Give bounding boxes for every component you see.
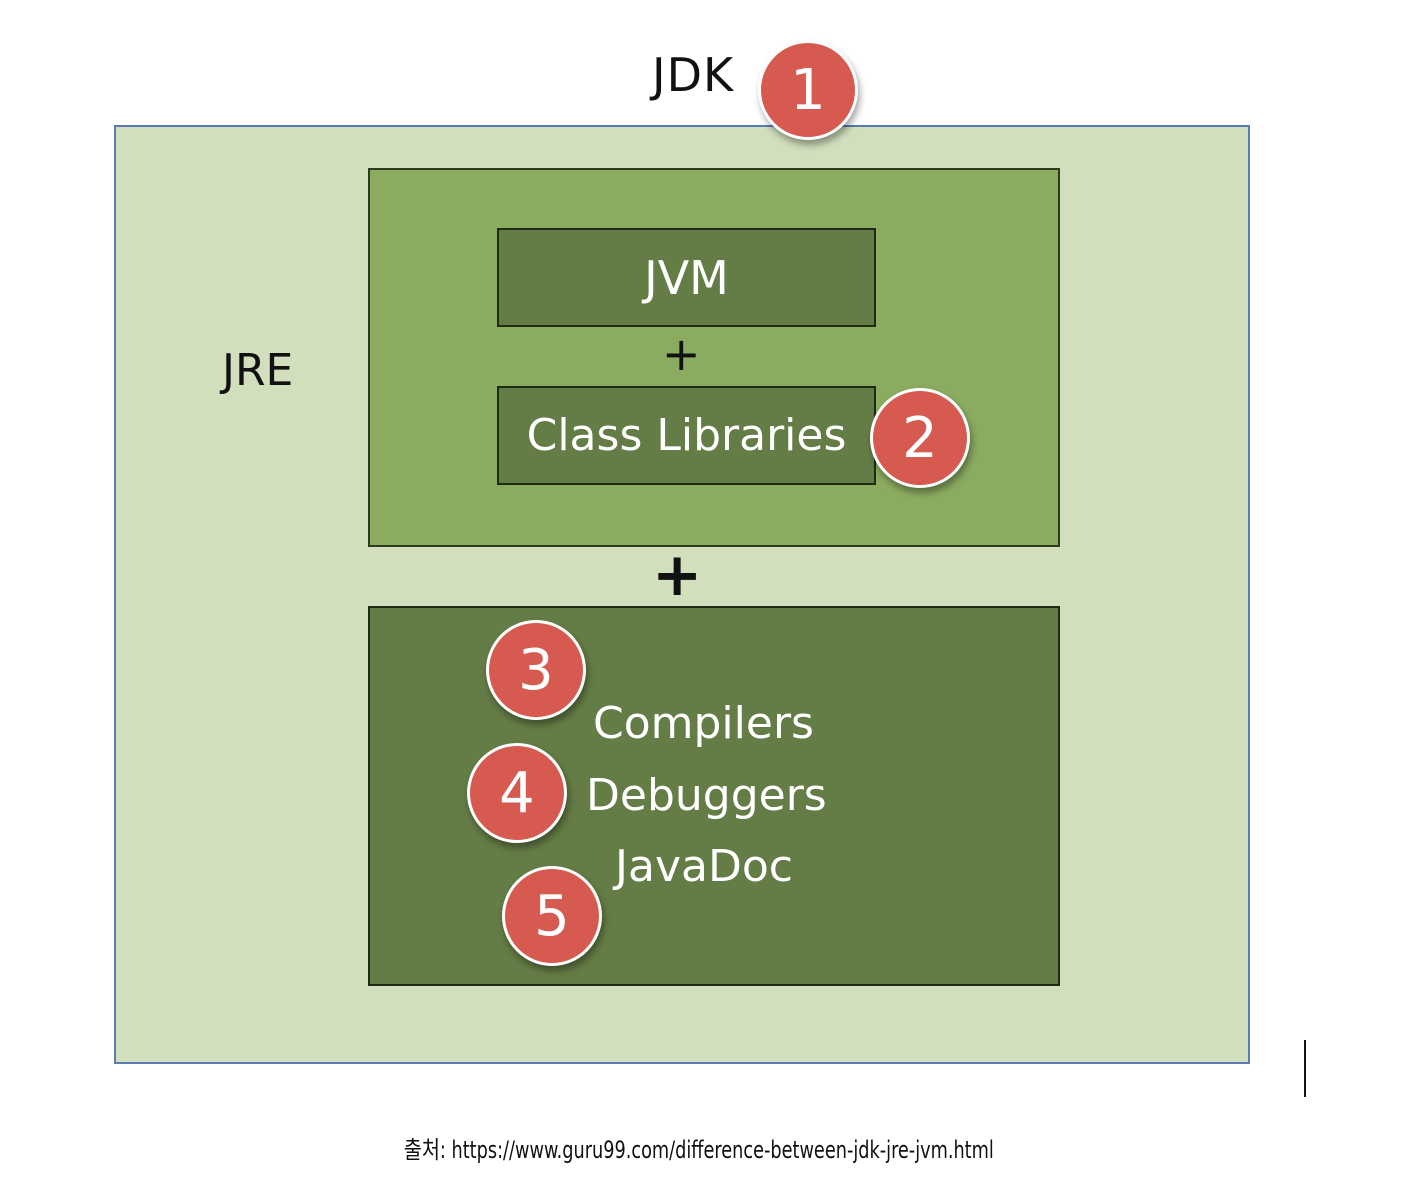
jvm-box: JVM: [497, 228, 876, 327]
plus-sign-jvm-libraries: +: [662, 327, 701, 381]
class-libraries-label: Class Libraries: [526, 410, 847, 461]
number-badge-4: 4: [467, 743, 567, 843]
plus-sign-jre-tools: +: [652, 540, 703, 610]
number-badge-5: 5: [502, 866, 602, 966]
tool-debuggers-label: Debuggers: [586, 770, 827, 821]
number-badge-3: 3: [486, 620, 586, 720]
tool-compilers-label: Compilers: [593, 698, 814, 749]
jvm-label: JVM: [644, 250, 729, 305]
jre-label: JRE: [222, 345, 294, 396]
tool-javadoc-label: JavaDoc: [615, 841, 793, 892]
jre-box: [368, 168, 1060, 547]
source-caption: 출처: https://www.guru99.com/difference-be…: [403, 1136, 994, 1164]
class-libraries-box: Class Libraries: [497, 386, 876, 485]
jdk-label: JDK: [652, 48, 735, 102]
text-cursor: [1304, 1040, 1306, 1097]
number-badge-1: 1: [758, 40, 858, 140]
number-badge-2: 2: [870, 388, 970, 488]
